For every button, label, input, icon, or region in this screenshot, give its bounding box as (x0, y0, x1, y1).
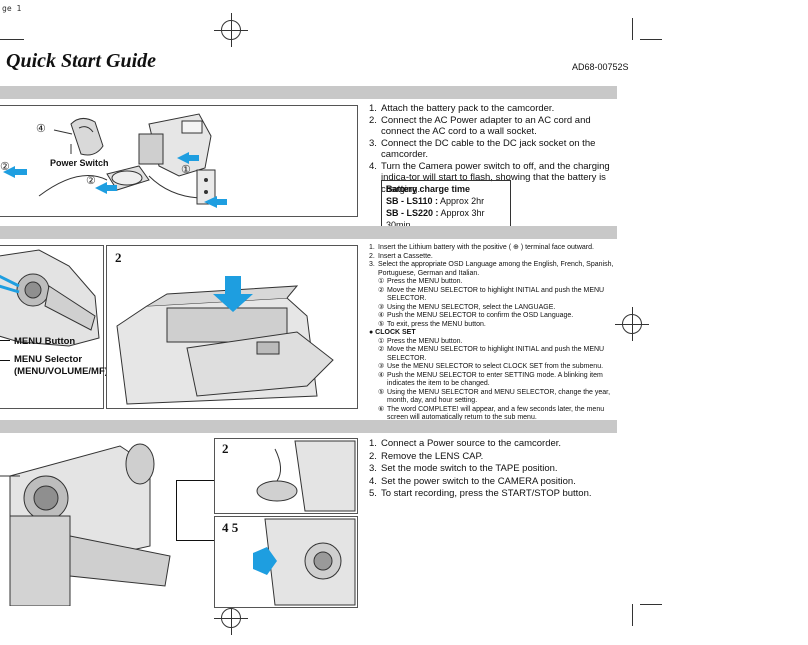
page-title: Quick Start Guide (6, 50, 157, 72)
list-item: 1.Insert the Lithium battery with the po… (369, 244, 594, 251)
callout-4: ④ (36, 123, 46, 135)
illustration-step-45: 4 5 (222, 520, 239, 535)
power-switch-illustration (214, 516, 358, 608)
list-item: 4.Turn the Camera power switch to off, a… (369, 160, 610, 195)
registration-mark-right (615, 307, 649, 341)
cassette-illustration (106, 245, 358, 409)
callout-1: ① (181, 164, 191, 176)
camcorder-menu-drawing (0, 249, 100, 347)
list-item: 2.Connect the AC Power adapter to an AC … (369, 114, 591, 138)
camcorder-recording-drawing (0, 443, 171, 607)
connector-line (176, 480, 177, 540)
section-band-1 (0, 86, 617, 99)
section-band-2 (0, 226, 617, 239)
power-switch-drawing (253, 518, 356, 606)
crop-mark (632, 18, 633, 40)
crop-mark (632, 604, 633, 626)
list-item: 3.Select the appropriate OSD Language am… (369, 261, 614, 277)
callout-2a: ② (0, 161, 10, 173)
battery-charging-illustration (0, 105, 358, 217)
list-item: 5.To start recording, press the START/ST… (369, 488, 592, 499)
list-item: 4.Set the power switch to the CAMERA pos… (369, 475, 576, 487)
callout-2b: ② (86, 175, 96, 187)
registration-mark-bottom (214, 601, 248, 635)
connector-line (176, 540, 214, 541)
menu-selector-label: MENU Selector (14, 354, 83, 365)
section3-steps: 1.Connect a Power source to the camcorde… (369, 438, 619, 501)
registration-mark-top (214, 13, 248, 47)
crop-mark (0, 39, 24, 40)
camcorder-charging-drawing (3, 113, 227, 208)
menu-button-label: MENU Button (14, 336, 76, 347)
model-number: AD68-00752S (572, 62, 629, 72)
page-tag: ge 1 (2, 4, 22, 13)
list-item: 3.Connect the DC cable to the DC jack so… (369, 137, 596, 161)
connector-line (176, 480, 214, 481)
list-item: 1.Attach the battery pack to the camcord… (369, 103, 555, 114)
menu-selector-leader (0, 360, 10, 361)
illustration-step-2: 2 (222, 441, 229, 456)
menu-illustration-left (0, 245, 104, 409)
clock-set-header: ● CLOCK SET (369, 329, 416, 336)
lens-cap-illustration (214, 438, 358, 514)
battery-row: SB - LS220 : Approx 3hr 30min (386, 208, 485, 230)
list-item: 2.Insert a Cassette. (369, 252, 433, 260)
battery-row: SB - LS110 : Approx 2hr (386, 196, 485, 206)
menu-button-leader (0, 340, 10, 341)
battery-table-title: Battery charge time (386, 184, 471, 194)
cassette-insert-drawing (116, 276, 334, 405)
menu-selector-sublabel: (MENU/VOLUME/MF) (14, 366, 108, 377)
list-item: 1.Connect a Power source to the camcorde… (369, 438, 562, 449)
section1-steps: 1.Attach the battery pack to the camcord… (369, 103, 619, 195)
crop-mark (640, 604, 662, 605)
list-item: 3.Set the mode switch to the TAPE positi… (369, 463, 558, 474)
crop-mark (640, 39, 662, 40)
lens-cap-drawing (256, 440, 356, 512)
section-band-3 (0, 420, 617, 433)
illustration-step-2: 2 (115, 250, 122, 265)
section2-steps: 1.Insert the Lithium battery with the po… (369, 244, 621, 423)
power-switch-label: Power Switch (50, 158, 109, 168)
recording-illustration-main (0, 436, 210, 607)
list-item: 2.Remove the LENS CAP. (369, 450, 484, 462)
